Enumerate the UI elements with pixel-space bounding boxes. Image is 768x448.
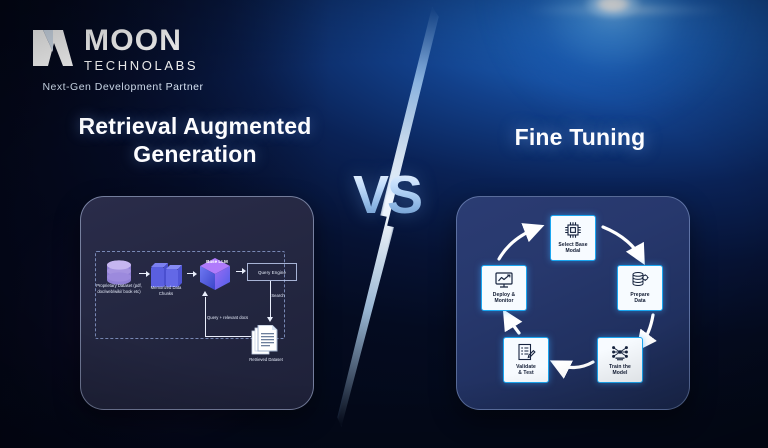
cycle-node-select-base-modal[interactable]: Select Base Modal (550, 215, 596, 261)
logo-tagline: Next-Gen Development Partner (42, 81, 204, 93)
neural-network-icon (610, 342, 630, 362)
cycle-node-label: Deploy & Monitor (493, 292, 515, 305)
document-icon (251, 324, 279, 357)
arrowhead-query-engine-down (267, 317, 273, 322)
rag-query-docs-label: Query + relevant docs (207, 315, 249, 320)
cycle-node-validate-and-test[interactable]: Validate & Test (503, 337, 549, 383)
cycle-node-label-line1: Validate (516, 364, 536, 370)
cycle-node-label-line1: Select Base (558, 242, 588, 248)
cycle-node-label-line1: Train the (609, 364, 631, 370)
cycle-node-prepare-data[interactable]: Prepare Data (617, 265, 663, 311)
cycle-node-train-the-model[interactable]: Train the Model (597, 337, 643, 383)
rag-retrieved-label: Retrieved Dataset (249, 357, 283, 362)
logo-name-secondary: TECHNOLABS (84, 58, 199, 73)
checklist-pencil-icon (516, 342, 536, 362)
cycle-node-label-line2: & Test (518, 370, 534, 377)
versus-label: VS (332, 164, 442, 226)
arrowhead-retrieved-to-llm (202, 291, 208, 296)
rag-diagram-card: Proprietary Dataset (pdf, doc/web/wiki/ … (80, 196, 314, 410)
query-engine-label: Query Engine (257, 269, 287, 275)
cycle-node-label-line2: Model (612, 370, 628, 377)
rag-llm-label: Base LLM (206, 259, 228, 264)
brand-logo: MOON TECHNOLABS Next-Gen Development Par… (30, 24, 220, 93)
left-section-title: Retrieval Augmented Generation (78, 113, 312, 168)
cycle-node-label: Validate & Test (516, 364, 536, 377)
versus-divider: VS (332, 120, 442, 320)
cycle-node-label-line1: Prepare (630, 292, 650, 298)
cycle-node-label-line2: Modal (565, 248, 581, 255)
right-section-title: Fine Tuning (514, 124, 646, 150)
arrow-retrieved-to-llm-h (205, 336, 251, 338)
cycle-node-label-line2: Monitor (494, 298, 514, 305)
cycle-node-label-line2: Data (634, 298, 646, 305)
cycle-node-deploy-and-monitor[interactable]: Deploy & Monitor (481, 265, 527, 311)
rag-chunks-label: Memorized Data Chunks (150, 285, 182, 296)
query-engine-box: Query Engine (247, 263, 297, 281)
arrowhead-llm-to-query-engine (242, 268, 246, 274)
database-gear-icon (630, 270, 650, 290)
spotlight-core (575, 0, 651, 24)
fine-tuning-cycle-card: Select Base Modal (456, 196, 690, 410)
moon-mountain-logo-icon (30, 24, 76, 70)
cpu-chip-icon (563, 220, 583, 240)
cycle-node-label: Train the Model (609, 364, 631, 377)
cycle-node-label-line1: Deploy & (492, 292, 516, 298)
monitor-chart-icon (494, 270, 514, 290)
arrow-query-engine-down (270, 281, 272, 319)
logo-name-primary: MOON (84, 24, 183, 57)
rag-search-label: Search (271, 293, 285, 298)
cycle-node-label: Select Base Modal (558, 242, 587, 255)
cycle-node-label: Prepare Data (630, 292, 649, 305)
rag-database-label: Proprietary Dataset (pdf, doc/web/wiki/ … (96, 283, 142, 294)
